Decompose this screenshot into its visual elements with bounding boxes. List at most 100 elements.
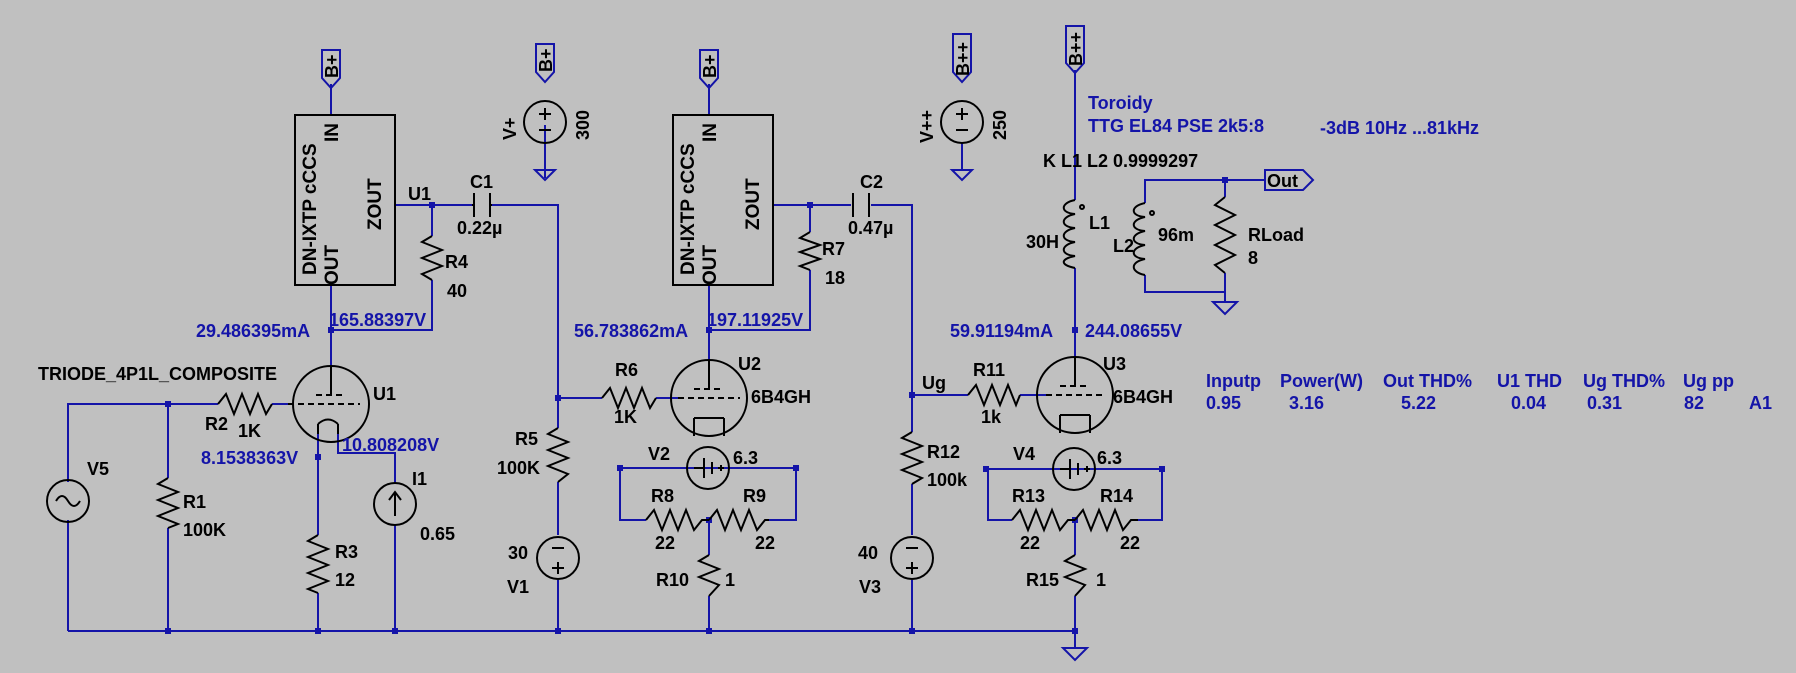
bplusplus-flag-vsrc: B++ — [952, 33, 973, 84]
svg-text:250: 250 — [990, 110, 1010, 140]
svg-text:OUT: OUT — [322, 245, 343, 286]
v5-source — [46, 479, 90, 523]
triode-u1 — [288, 365, 370, 443]
r1-value: 100K — [183, 520, 226, 540]
header-out-thd: Out THD% — [1383, 371, 1472, 391]
svg-text:ZOUT: ZOUT — [743, 178, 764, 230]
r12-name: R12 — [927, 442, 960, 462]
u3-plate-voltage: 244.08655V — [1085, 321, 1182, 341]
v3-name: V3 — [859, 577, 881, 597]
r9-value: 22 — [755, 533, 775, 553]
v1-name: V1 — [507, 577, 529, 597]
r4-name: R4 — [445, 252, 468, 272]
r11-value: 1k — [981, 407, 1002, 427]
r6-name: R6 — [615, 360, 638, 380]
resistors — [155, 196, 1238, 597]
triode-label: TRIODE_4P1L_COMPOSITE — [38, 364, 277, 384]
r13-name: R13 — [1012, 486, 1045, 506]
v2-value: 6.3 — [733, 448, 758, 468]
l1-value: 30H — [1026, 232, 1059, 252]
l2-name: L2 — [1113, 236, 1134, 256]
v3-source — [890, 536, 934, 580]
cell-ref: A1 — [1749, 393, 1772, 413]
u1-plate-voltage: 165.88397V — [329, 310, 426, 330]
coupling-label: K L1 L2 0.9999297 — [1043, 151, 1198, 171]
results-table: Inputp Power(W) Out THD% U1 THD Ug THD% … — [1206, 371, 1772, 413]
svg-text:B++: B++ — [953, 42, 973, 76]
bandwidth-label: -3dB 10Hz ...81kHz — [1320, 118, 1479, 138]
u1-cathode-voltage: 10.808208V — [342, 435, 439, 455]
u2-current: 56.783862mA — [574, 321, 688, 341]
r13-value: 22 — [1020, 533, 1040, 553]
value-u1-thd: 0.04 — [1511, 393, 1546, 413]
svg-text:DN-IXTP cCCS: DN-IXTP cCCS — [678, 143, 699, 275]
r3-name: R3 — [335, 542, 358, 562]
svg-text:B+: B+ — [700, 54, 720, 78]
value-ug-thd: 0.31 — [1587, 393, 1622, 413]
r12-value: 100k — [927, 470, 968, 490]
v2-source — [686, 446, 730, 490]
vplus-source: V+ 300 — [500, 100, 593, 182]
svg-text:0.47µ: 0.47µ — [848, 218, 893, 238]
svg-text:0.22µ: 0.22µ — [457, 218, 502, 238]
v1-value: 30 — [508, 543, 528, 563]
svg-text:IN: IN — [322, 123, 343, 142]
ug-net-label: Ug — [922, 373, 946, 393]
r10-value: 1 — [725, 570, 735, 590]
vplusplus-source: V++ 250 — [917, 100, 1010, 182]
svg-text:B+: B+ — [322, 54, 342, 78]
header-power: Power(W) — [1280, 371, 1363, 391]
ground-symbols — [1060, 301, 1240, 662]
r2-name: R2 — [205, 414, 228, 434]
v1-source — [536, 536, 580, 580]
u3-label: U3 — [1103, 354, 1126, 374]
rload-value: 8 — [1248, 248, 1258, 268]
bplus-flag-2: B+ — [699, 49, 720, 90]
ccs-block-2: DN-IXTP cCCS OUT ZOUT IN — [672, 114, 774, 286]
ttg-label: TTG EL84 PSE 2k5:8 — [1088, 116, 1264, 136]
r15-value: 1 — [1096, 570, 1106, 590]
l2-value: 96m — [1158, 225, 1194, 245]
u2-plate-voltage: 197.11925V — [707, 310, 803, 330]
svg-text:B+: B+ — [536, 48, 556, 72]
capacitor-c1: C1 0.22µ — [457, 172, 502, 238]
r3-value: 12 — [335, 570, 355, 590]
r5-value: 100K — [497, 458, 540, 478]
svg-text:C2: C2 — [860, 172, 883, 192]
junctions — [165, 177, 1228, 634]
r15-name: R15 — [1026, 570, 1059, 590]
svg-text:B++: B++ — [1066, 32, 1086, 66]
triode-u3 — [1036, 356, 1114, 434]
bplusplus-flag: B++ — [1065, 25, 1086, 75]
header-inputp: Inputp — [1206, 371, 1261, 391]
svg-text:V+: V+ — [500, 117, 520, 140]
u1-net-label: U1 — [408, 184, 431, 204]
v3-value: 40 — [858, 543, 878, 563]
svg-text:Out: Out — [1267, 171, 1298, 191]
bplus-flag-1: B+ — [321, 49, 342, 90]
u2-label: U2 — [738, 354, 761, 374]
r3-voltage: 8.1538363V — [201, 448, 298, 468]
r14-value: 22 — [1120, 533, 1140, 553]
ccs-block-1: DN-IXTP cCCS OUT ZOUT IN — [294, 114, 396, 286]
r5-name: R5 — [515, 429, 538, 449]
i1-value: 0.65 — [420, 524, 455, 544]
transformer — [1062, 199, 1155, 276]
u1-label: U1 — [373, 384, 396, 404]
tube2-label: 6B4GH — [751, 387, 811, 407]
u1-current: 29.486395mA — [196, 321, 310, 341]
v4-source — [1052, 447, 1096, 491]
rload-name: RLoad — [1248, 225, 1304, 245]
r8-value: 22 — [655, 533, 675, 553]
r11-name: R11 — [973, 360, 1005, 380]
value-power: 3.16 — [1289, 393, 1324, 413]
r6-value: 1K — [614, 407, 637, 427]
r9-name: R9 — [743, 486, 766, 506]
r10-name: R10 — [656, 570, 689, 590]
r2-value: 1K — [238, 421, 261, 441]
i1-name: I1 — [412, 469, 427, 489]
r7-value: 18 — [825, 268, 845, 288]
v2-name: V2 — [648, 444, 670, 464]
u3-current: 59.91194mA — [950, 321, 1053, 341]
